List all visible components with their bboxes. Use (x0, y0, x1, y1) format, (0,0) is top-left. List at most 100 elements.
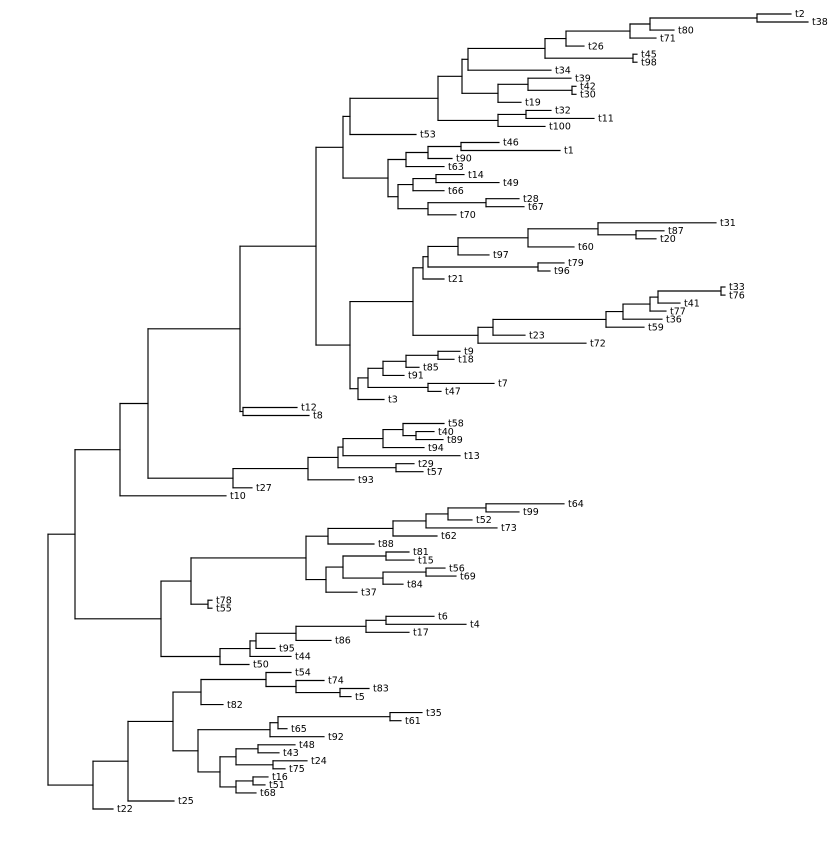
tip-label: t10 (230, 491, 246, 502)
tip-label: t4 (470, 620, 480, 631)
tip-label: t21 (448, 274, 464, 285)
tip-label: t31 (720, 218, 736, 229)
tip-label: t90 (456, 154, 472, 165)
tip-label: t76 (729, 290, 745, 301)
tip-label: t13 (464, 451, 480, 462)
tip-label: t78 (216, 595, 232, 606)
tip-label: t51 (269, 780, 285, 791)
tip-label: t19 (525, 98, 541, 109)
tip-label: t46 (503, 138, 519, 149)
tip-label: t61 (405, 716, 421, 727)
tip-label: t85 (423, 363, 439, 374)
tip-label: t75 (289, 764, 305, 775)
tip-label: t15 (418, 555, 434, 566)
tip-label: t8 (313, 411, 323, 422)
tip-label: t70 (460, 210, 476, 221)
tip-label: t91 (408, 371, 424, 382)
tip-label: t48 (299, 740, 315, 751)
tip-label: t55 (216, 603, 232, 614)
tip-label: t25 (178, 796, 194, 807)
tip-label: t98 (641, 57, 657, 68)
tip-label: t34 (555, 65, 571, 76)
tip-label: t95 (279, 644, 295, 655)
tip-label: t53 (420, 130, 436, 141)
tip-label: t49 (503, 178, 519, 189)
tip-label: t45 (641, 49, 657, 60)
tip-label: t35 (426, 708, 442, 719)
tip-label: t58 (448, 419, 464, 430)
tip-label: t79 (568, 258, 584, 269)
tip-label: t17 (413, 628, 429, 639)
tip-label: t1 (564, 146, 574, 157)
tip-label: t47 (445, 387, 461, 398)
tip-label: t14 (468, 170, 484, 181)
tip-label: t39 (575, 73, 591, 84)
tip-label: t65 (291, 724, 307, 735)
tip-label: t68 (260, 788, 276, 799)
tip-label: t89 (447, 435, 463, 446)
tip-label: t6 (438, 612, 448, 623)
tip-label: t20 (660, 234, 676, 245)
tip-label: t88 (378, 539, 394, 550)
tip-label: t9 (464, 347, 474, 358)
tip-label: t87 (668, 226, 684, 237)
tip-label: t37 (361, 587, 377, 598)
tip-label: t66 (448, 186, 464, 197)
tip-label: t80 (678, 25, 694, 36)
tip-label: t82 (227, 700, 243, 711)
tip-label: t97 (493, 250, 509, 261)
tip-label: t92 (328, 732, 344, 743)
tip-label: t71 (660, 33, 676, 44)
tip-label: t54 (295, 668, 311, 679)
tip-label: t77 (670, 306, 686, 317)
tip-label: t93 (358, 475, 374, 486)
tip-label: t64 (568, 499, 584, 510)
tip-label: t40 (438, 427, 454, 438)
tip-label: t42 (580, 82, 596, 93)
tip-label: t24 (311, 756, 327, 767)
tip-label: t84 (407, 579, 423, 590)
tip-label: t7 (498, 379, 508, 390)
tip-label: t22 (117, 804, 133, 815)
tip-label: t5 (355, 692, 365, 703)
tip-label: t29 (418, 459, 434, 470)
tip-label: t59 (648, 322, 664, 333)
tip-label: t44 (295, 652, 311, 663)
tip-label: t30 (580, 90, 596, 101)
tip-label: t63 (448, 162, 464, 173)
tip-label: t11 (598, 114, 614, 125)
tip-label: t18 (458, 355, 474, 366)
tip-label: t41 (684, 298, 700, 309)
tip-label: t81 (413, 547, 429, 558)
tip-label: t32 (555, 106, 571, 117)
tip-label: t83 (373, 684, 389, 695)
tip-label: t62 (441, 531, 457, 542)
tip-label: t56 (449, 563, 465, 574)
tip-label: t26 (588, 41, 604, 52)
tip-label: t3 (388, 395, 398, 406)
tip-label: t27 (256, 483, 272, 494)
tip-label: t50 (253, 660, 269, 671)
tip-label: t94 (428, 443, 444, 454)
tip-label: t33 (729, 282, 745, 293)
tip-label: t99 (523, 507, 539, 518)
tip-label: t96 (554, 266, 570, 277)
tip-label: t28 (523, 194, 539, 205)
tip-label: t36 (666, 314, 682, 325)
tip-label: t57 (427, 467, 443, 478)
tip-label: t100 (549, 122, 571, 133)
tip-label: t52 (476, 515, 492, 526)
tip-label: t12 (301, 403, 317, 414)
tip-label: t23 (529, 330, 545, 341)
tip-label: t73 (501, 523, 517, 534)
tip-label: t43 (283, 748, 299, 759)
tip-label: t2 (795, 9, 805, 20)
tip-label: t72 (590, 338, 606, 349)
tip-label: t16 (272, 772, 288, 783)
tip-label: t69 (460, 571, 476, 582)
tip-label: t86 (335, 636, 351, 647)
tip-label: t74 (328, 676, 344, 687)
tip-label: t38 (812, 17, 828, 28)
